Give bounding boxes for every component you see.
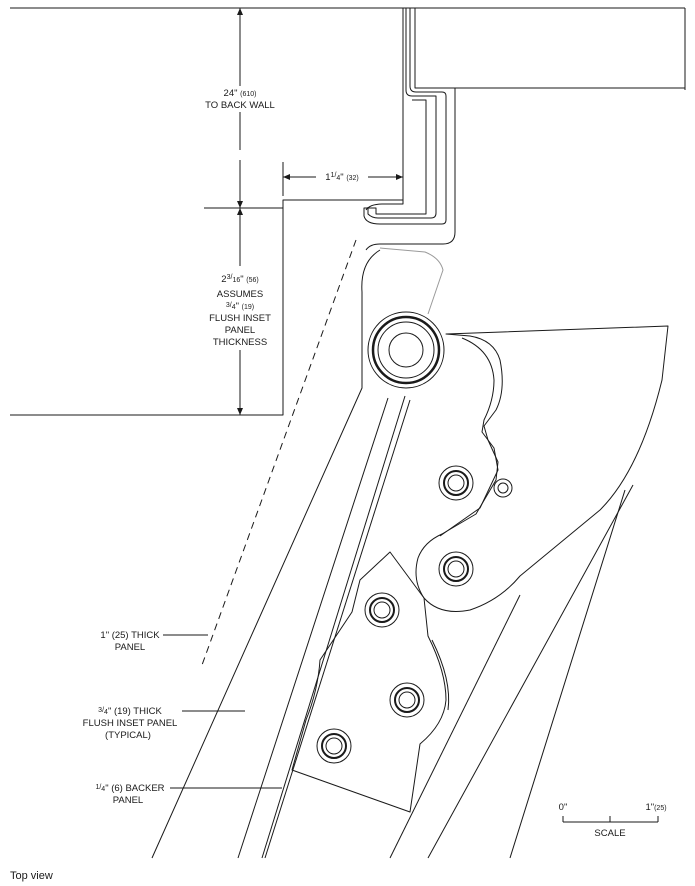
dim-back-wall-note: TO BACK WALL [205, 100, 275, 111]
hinge-arm-plate-edge [431, 639, 450, 711]
arrow-back-wall-up [237, 8, 243, 15]
hinge-arm-plate [291, 551, 447, 813]
scale-end-label: 1"(25) [645, 802, 666, 813]
dim-depth-note-1: ASSUMES [217, 289, 263, 300]
face-frame-edge [365, 87, 456, 251]
dim-depth-note-4: PANEL [225, 325, 255, 336]
arrow-reveal-left [283, 174, 290, 180]
screw-1 [438, 465, 474, 501]
door-right-edge-1 [427, 484, 634, 859]
hinge-pin-ring-inner [377, 321, 435, 379]
face-frame-outer [365, 8, 404, 211]
door-inner-edge [237, 397, 389, 859]
screw-2 [438, 551, 474, 587]
arrow-depth-top [237, 208, 243, 215]
cabinet-block [10, 7, 404, 416]
arrow-depth-top-in [237, 201, 243, 208]
callout-flush-inset-3: (TYPICAL) [105, 730, 151, 741]
hinge-pin-ring [371, 315, 441, 385]
hinge-body [415, 325, 669, 612]
face-frame-profile [367, 8, 437, 219]
door-right-edge-3 [389, 594, 521, 859]
callout-backer-1: 1/4" (6) BACKER [95, 783, 164, 794]
screw-4 [389, 682, 425, 718]
backer-edge [264, 399, 411, 859]
face-frame-profile-inner [363, 8, 447, 225]
adjacent-box [414, 8, 685, 89]
thick-panel-dashed-line [201, 239, 357, 666]
callout-backer-2: PANEL [113, 795, 143, 806]
scale-start-label: 0" [559, 802, 568, 813]
screw-5 [316, 728, 352, 764]
callout-thick-panel-1: 1" (25) THICK [100, 630, 160, 641]
dim-depth-note-2: 3/4" (19) [226, 301, 254, 312]
dim-depth-label: 23/16" (56) [221, 274, 258, 285]
callout-thick-panel-2: PANEL [115, 642, 145, 653]
hinge-pin-core [388, 332, 424, 368]
hinge-arm-grey [379, 247, 444, 315]
dim-reveal-label: 11/4" (32) [325, 172, 359, 183]
figure-caption: Top view [10, 870, 53, 882]
door-outer-edge [151, 249, 381, 859]
scale-title: SCALE [594, 828, 625, 839]
arrow-reveal-right [396, 174, 403, 180]
scale-bar [562, 816, 659, 823]
door-right-edge-2 [509, 489, 626, 859]
callout-flush-inset-2: FLUSH INSET PANEL [83, 718, 178, 729]
dim-depth-note-3: FLUSH INSET [209, 313, 271, 324]
dim-depth-note-5: THICKNESS [213, 337, 267, 348]
hinge-body-inner [439, 337, 499, 537]
adjust-screw [493, 478, 513, 498]
arrow-depth-bottom [237, 408, 243, 415]
screw-3 [364, 592, 400, 628]
dim-back-wall-label: 24" (610) [224, 88, 257, 99]
door-inner-edge-2 [261, 395, 406, 859]
callout-flush-inset-1: 3/4" (19) THICK [98, 706, 162, 717]
hinge-pin-outer [367, 311, 445, 389]
